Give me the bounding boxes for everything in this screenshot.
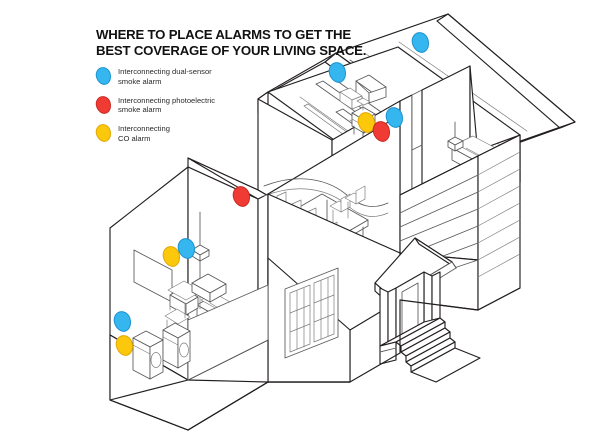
bedroom-pendant-lamp: [447, 121, 464, 152]
front-window: [284, 267, 339, 359]
title-line-2: BEST COVERAGE OF YOUR LIVING SPACE.: [96, 42, 367, 58]
legend-label-line1: Interconnecting: [118, 124, 170, 134]
legend-item-dual-sensor: Interconnecting dual-sensor smoke alarm: [93, 65, 326, 87]
legend-label-line1: Interconnecting dual-sensor: [118, 67, 212, 76]
legend-label-line1: Interconnecting photoelectric: [118, 95, 216, 105]
photoelectric-alarm-icon: [93, 93, 114, 116]
attic-boxes: [339, 74, 387, 110]
legend-label-line2: CO alarm: [118, 133, 151, 143]
dual-sensor-alarm-icon: [93, 65, 114, 87]
legend-label-line2: smoke alarm: [118, 105, 162, 115]
ground-edges: [109, 287, 521, 431]
legend-label-line2: smoke alarm: [118, 76, 162, 86]
basement-dryer: [162, 322, 191, 369]
title-line-1: WHERE TO PLACE ALARMS TO GET THE: [96, 27, 351, 42]
basement-washer: [132, 330, 164, 380]
legend-item-co-alarm: Interconnecting CO alarm: [93, 122, 326, 145]
legend-item-photoelectric: Interconnecting photoelectric smoke alar…: [93, 93, 326, 116]
bedroom-table-lamp: [356, 97, 371, 111]
front-porch: [374, 237, 481, 383]
legend: Interconnecting dual-sensor smoke alarm …: [93, 65, 326, 152]
page-title: WHERE TO PLACE ALARMS TO GET THE BEST CO…: [96, 27, 367, 58]
co-alarm-icon: [93, 122, 114, 145]
basement-table: [167, 273, 227, 319]
